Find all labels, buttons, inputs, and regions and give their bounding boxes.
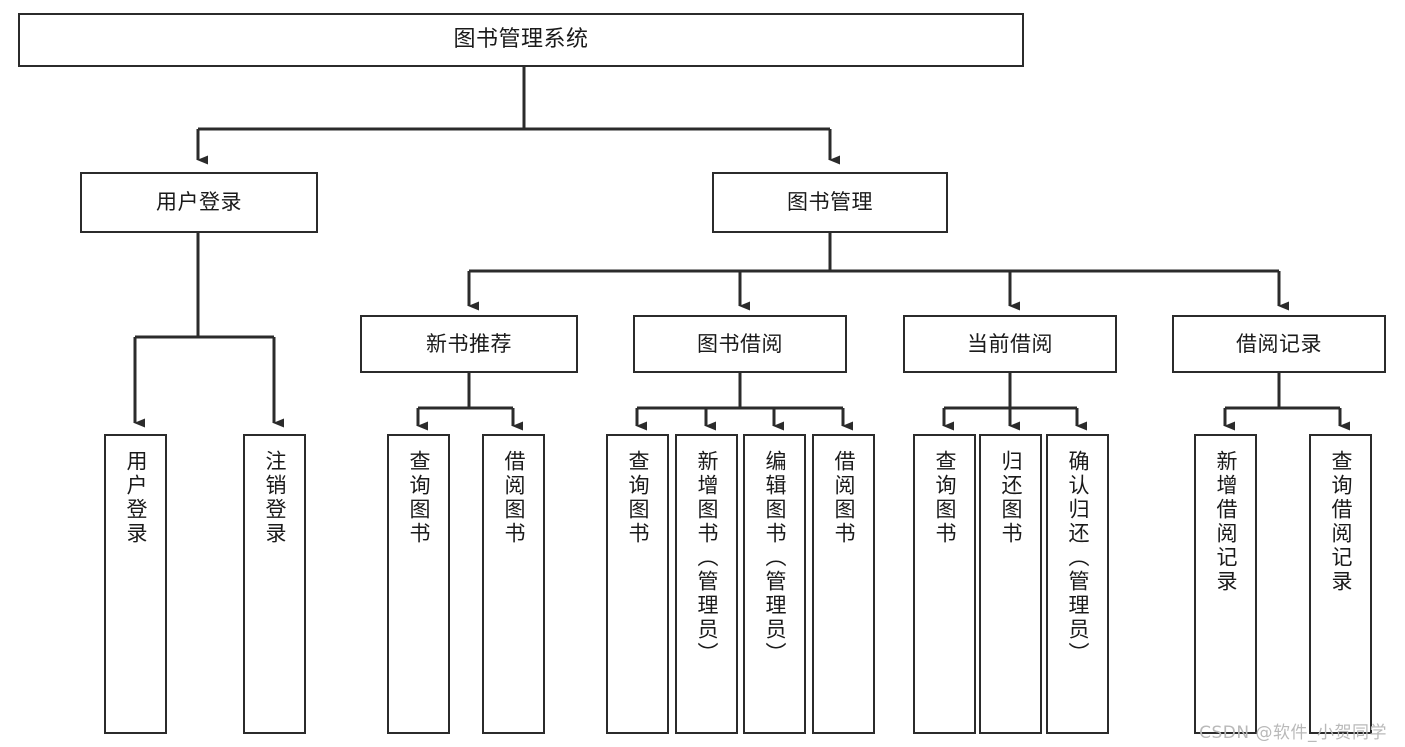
node-label: 图书借阅	[697, 331, 783, 356]
leaf-query-books-borrow[interactable]: 查询图书	[606, 434, 669, 734]
node-label: 新增借阅记录	[1214, 450, 1238, 594]
node-label: 图书管理系统	[453, 27, 589, 53]
leaf-add-borrow-record[interactable]: 新增借阅记录	[1194, 434, 1257, 734]
node-label: 借阅图书	[502, 450, 526, 546]
leaf-add-book-admin[interactable]: 新增图书（管理员）	[675, 434, 738, 734]
node-label: 图书管理	[787, 190, 873, 215]
node-label: 查询图书	[407, 450, 431, 546]
leaf-borrow-books[interactable]: 借阅图书	[812, 434, 875, 734]
leaf-borrow-books-recommend[interactable]: 借阅图书	[482, 434, 545, 734]
node-label: 查询图书	[933, 450, 957, 546]
node-user-login[interactable]: 用户登录	[80, 172, 318, 233]
node-book-management[interactable]: 图书管理	[712, 172, 948, 233]
node-label: 新书推荐	[426, 331, 512, 356]
node-label: 用户登录	[124, 450, 148, 546]
leaf-user-login[interactable]: 用户登录	[104, 434, 167, 734]
node-label: 用户登录	[156, 190, 242, 215]
node-label: 新增图书（管理员）	[695, 450, 719, 666]
node-label: 归还图书	[999, 450, 1023, 546]
node-label: 查询借阅记录	[1329, 450, 1353, 594]
node-new-book-recommend[interactable]: 新书推荐	[360, 315, 578, 373]
csdn-watermark: CSDN @软件_小贺同学	[1199, 723, 1387, 743]
node-label: 当前借阅	[967, 331, 1053, 356]
node-book-borrow[interactable]: 图书借阅	[633, 315, 847, 373]
leaf-query-books-current[interactable]: 查询图书	[913, 434, 976, 734]
node-label: 借阅图书	[832, 450, 856, 546]
node-label: 注销登录	[263, 450, 287, 546]
leaf-confirm-return-admin[interactable]: 确认归还（管理员）	[1046, 434, 1109, 734]
leaf-logout-login[interactable]: 注销登录	[243, 434, 306, 734]
node-borrow-record[interactable]: 借阅记录	[1172, 315, 1386, 373]
node-label: 确认归还（管理员）	[1066, 450, 1090, 666]
node-label: 借阅记录	[1236, 331, 1322, 356]
node-label: 查询图书	[626, 450, 650, 546]
leaf-query-borrow-record[interactable]: 查询借阅记录	[1309, 434, 1372, 734]
leaf-edit-book-admin[interactable]: 编辑图书（管理员）	[743, 434, 806, 734]
leaf-query-books-recommend[interactable]: 查询图书	[387, 434, 450, 734]
node-label: 编辑图书（管理员）	[763, 450, 787, 666]
leaf-return-books[interactable]: 归还图书	[979, 434, 1042, 734]
node-current-borrow[interactable]: 当前借阅	[903, 315, 1117, 373]
node-book-management-system[interactable]: 图书管理系统	[18, 13, 1024, 67]
